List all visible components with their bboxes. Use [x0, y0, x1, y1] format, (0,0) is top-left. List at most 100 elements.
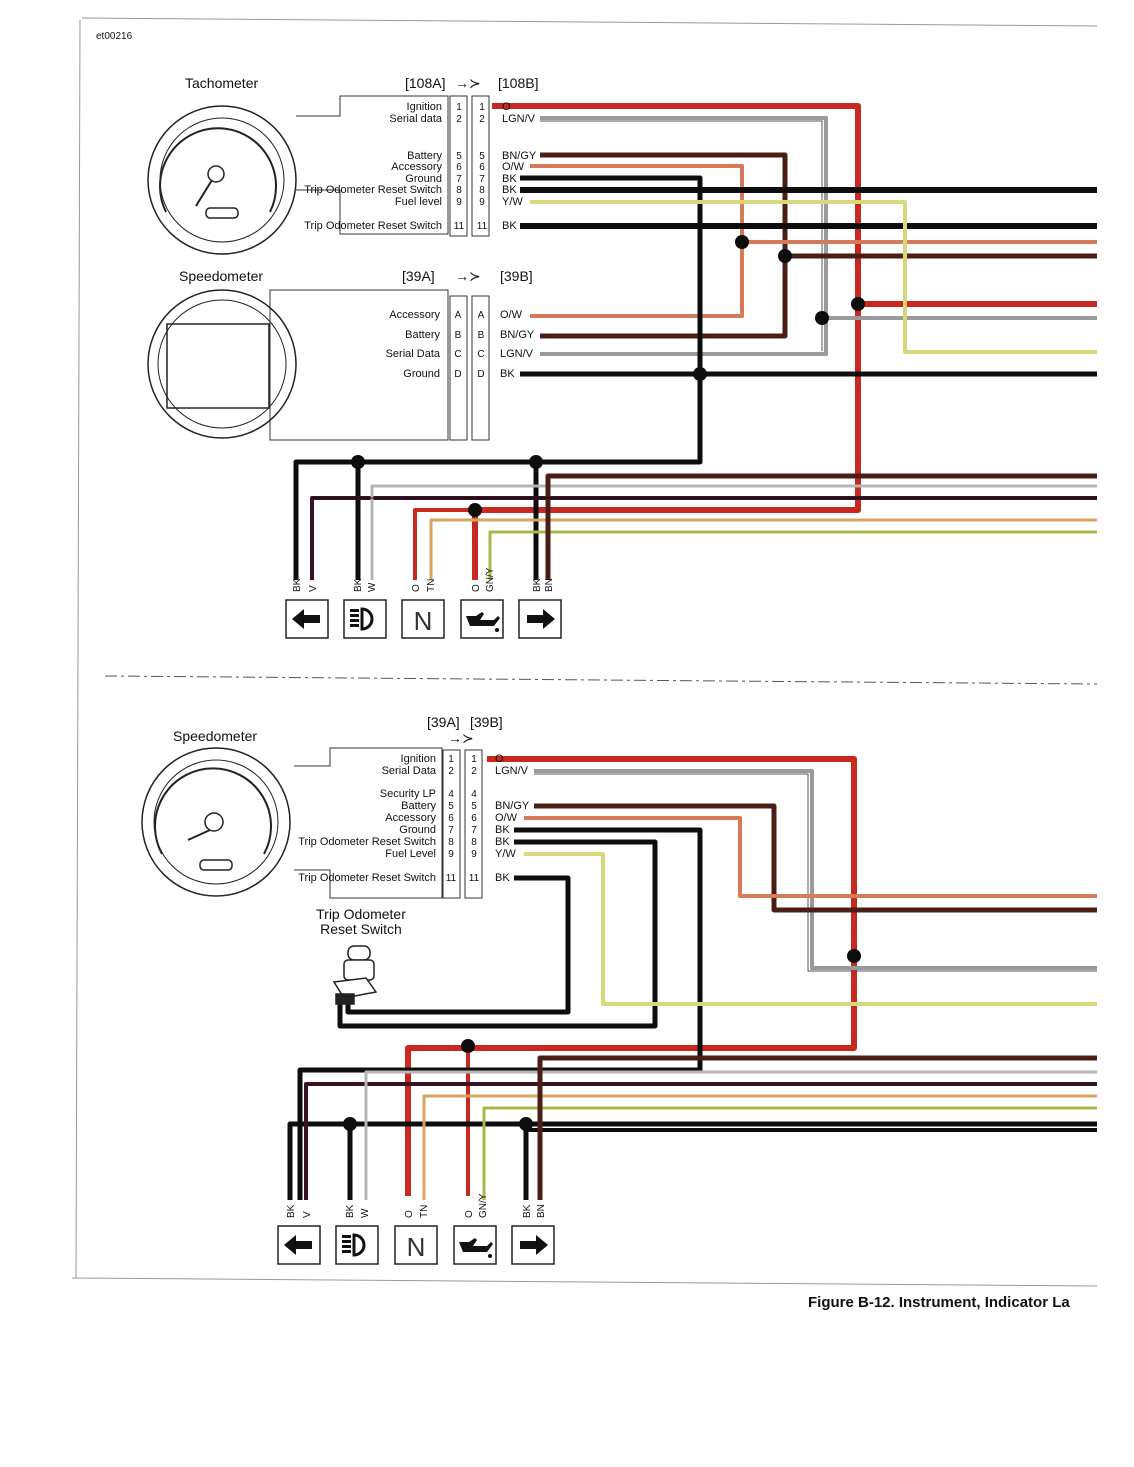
svg-text:B: B [478, 330, 485, 341]
wire-v-b [304, 1082, 1097, 1200]
svg-text:11: 11 [477, 221, 488, 232]
wire-w-b [364, 1070, 1097, 1200]
svg-text:Ground: Ground [405, 173, 442, 185]
svg-text:BK: BK [502, 173, 517, 185]
splice-dot [851, 297, 865, 311]
svg-text:BN/GY: BN/GY [502, 150, 537, 162]
svg-text:Ignition: Ignition [407, 101, 442, 113]
svg-text:O: O [502, 101, 511, 113]
svg-text:D: D [477, 369, 484, 380]
svg-text:5: 5 [471, 801, 477, 812]
svg-text:Y/W: Y/W [495, 848, 516, 860]
svg-text:4: 4 [448, 789, 454, 800]
wire-gny-b [482, 1106, 1097, 1200]
svg-text:BK: BK [522, 1204, 533, 1218]
bottom-section: Speedometer [39A] [39B] →≻ Ignition 1 1 … [141, 714, 1097, 1265]
svg-text:LGN/V: LGN/V [502, 113, 536, 125]
splice-dot [529, 455, 543, 469]
svg-text:A: A [478, 310, 485, 321]
high-beam-icon [342, 1233, 366, 1257]
wire-o-neutral [413, 508, 475, 580]
svg-text:2: 2 [471, 766, 477, 777]
oil-pressure-icon [459, 1238, 493, 1258]
tach-row-battery: Battery 5 5 BN/GY [407, 150, 537, 162]
svg-text:2: 2 [448, 766, 454, 777]
svg-text:BK: BK [495, 872, 510, 884]
svg-text:BK: BK [286, 1204, 297, 1218]
left-turn-icon [292, 609, 320, 629]
wire-trip-bk-8-b [337, 839, 658, 1029]
svg-text:11: 11 [454, 221, 465, 232]
svg-text:W: W [367, 582, 378, 592]
bottom-splices [343, 949, 861, 1131]
conn-108-arrow: →≻ [455, 75, 481, 91]
bottom-row-ignition: Ignition 1 1 O [401, 753, 504, 765]
svg-text:Serial data: Serial data [389, 113, 442, 125]
wire-serial-lgnv [540, 116, 828, 356]
svg-text:C: C [454, 349, 461, 360]
wire-accessory-ow-b [524, 816, 1097, 898]
svg-text:BK: BK [292, 578, 303, 592]
splice-dot [815, 311, 829, 325]
svg-text:O/W: O/W [502, 161, 525, 173]
splice-dot [778, 249, 792, 263]
svg-text:5: 5 [448, 801, 454, 812]
conn-39b-label: [39B] [500, 268, 533, 284]
switch-title-line2: Reset Switch [320, 921, 402, 937]
svg-text:TN: TN [426, 579, 437, 592]
svg-text:Accessory: Accessory [391, 161, 442, 173]
svg-text:O: O [495, 753, 504, 765]
splice-dot [735, 235, 749, 249]
svg-text:1: 1 [456, 102, 462, 113]
wire-serial-lgnv-b [534, 769, 1097, 970]
high-beam-icon [350, 607, 374, 631]
section-divider [104, 675, 1098, 685]
svg-text:O: O [464, 1210, 475, 1218]
svg-text:Trip Odometer Reset Switch: Trip Odometer Reset Switch [304, 184, 442, 196]
top-indicator-boxes: N [285, 599, 562, 639]
svg-text:BN: BN [536, 1204, 547, 1218]
splice-dot [343, 1117, 357, 1131]
wire-ground-bk [293, 175, 703, 580]
svg-text:Ignition: Ignition [401, 753, 436, 765]
wire-serial-lgnv-stripe [540, 120, 823, 351]
left-turn-icon [284, 1235, 312, 1255]
bottom-row-battery: Battery 5 5 BN/GY [401, 800, 530, 812]
svg-text:8: 8 [471, 837, 477, 848]
svg-text:9: 9 [456, 197, 462, 208]
svg-text:BN: BN [544, 578, 555, 592]
conn-39a-body [449, 295, 468, 441]
conn-39a-label: [39A] [402, 268, 435, 284]
tachometer-gauge [147, 105, 297, 255]
speedo-row-serial: Serial Data C C LGN/V [386, 348, 534, 360]
svg-text:BK: BK [353, 578, 364, 592]
svg-text:7: 7 [479, 174, 485, 185]
svg-text:8: 8 [456, 185, 462, 196]
svg-text:7: 7 [456, 174, 462, 185]
svg-text:A: A [455, 310, 462, 321]
oil-pressure-icon [466, 612, 500, 632]
svg-text:Trip Odometer Reset Switch: Trip Odometer Reset Switch [298, 872, 436, 884]
svg-text:6: 6 [456, 162, 462, 173]
svg-text:Fuel level: Fuel level [395, 196, 442, 208]
svg-text:Battery: Battery [407, 150, 442, 162]
svg-text:Serial Data: Serial Data [386, 348, 441, 360]
svg-text:6: 6 [471, 813, 477, 824]
speedo-housing [269, 289, 449, 441]
wire-w [370, 484, 1097, 580]
svg-text:Serial Data: Serial Data [382, 765, 437, 777]
tach-row-ground: Ground 7 7 BK [405, 173, 517, 185]
svg-text:GN/Y: GN/Y [485, 567, 496, 592]
svg-text:Accessory: Accessory [385, 812, 436, 824]
wire-gny [488, 530, 1097, 580]
svg-text:B: B [455, 330, 462, 341]
wire-trip-bk-11-b [345, 875, 571, 1015]
svg-text:BN/GY: BN/GY [500, 329, 535, 341]
svg-text:Y/W: Y/W [502, 196, 523, 208]
tach-row-fuel: Fuel level 9 9 Y/W [395, 196, 523, 208]
speedometer-gauge-b [141, 747, 291, 897]
top-wiring [293, 103, 1097, 580]
doc-id: et00216 [96, 31, 133, 42]
speedometer-gauge [147, 289, 297, 439]
conn-39-arrow: →≻ [455, 268, 481, 284]
